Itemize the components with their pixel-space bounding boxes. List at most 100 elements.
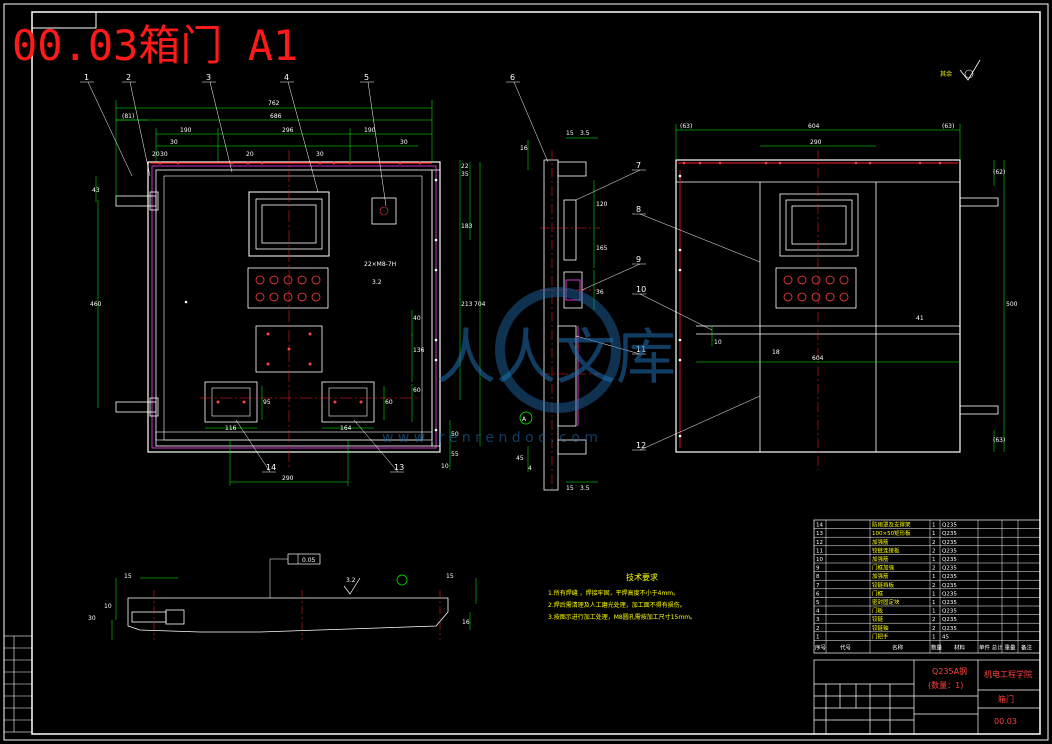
flatness-value: 0.05 [302,557,316,564]
bottom-dim-10: 10 [104,603,112,610]
bom-cell-mat: Q235 [942,566,957,572]
balloon-3: 3 [206,73,211,82]
balloon-13: 13 [394,463,404,472]
dim-small-20-a: 20 [152,151,160,158]
bom-cell-name: 加强筋 [872,555,889,563]
dim-bottom-164: 164 [340,425,352,432]
bom-cell-no: 8 [816,574,820,580]
dim-inner-width: 686 [270,113,282,120]
bom-cell-no: 6 [816,591,820,597]
dim-small-20-b: 20 [246,151,254,158]
dim-right-35: 35 [461,171,469,178]
bom-cell-mat: Q235 [942,540,957,546]
bottom-view-annotations: 0.05 3.2 15 15 10 30 16 [88,553,477,640]
rear-top-holes [682,161,942,165]
bom-cell-mat: 45 [942,634,949,640]
bom-cell-name: 铰链挡板 [872,581,895,589]
rear-dim-500: 500 [1006,301,1018,308]
roughness-circle [964,69,974,79]
title-block-material: Q235A钢 [932,666,967,676]
rear-dimension-text: (63) 604 (63) 290 (62) 500 (63) 10 18 60… [680,123,1018,444]
inner-border [31,11,1041,735]
bom-cell-qty: 2 [932,566,936,572]
bom-cell-mat: Q235 [942,523,957,529]
rear-dim-604-mid: 604 [812,355,824,362]
side-dimension-text: 15 3.5 16 120 165 36 45 4 15 3.5 [516,130,608,492]
tech-req-line-2: 2.焊后需清理及人工磨光处理，加工面不得有损伤。 [548,601,686,609]
bom-cell-name: 加强筋 [872,538,889,546]
outer-border [3,3,1049,741]
bom-cell-no: 11 [816,548,823,554]
bom-cell-mat: Q235 [942,609,957,615]
dim-right-50: 50 [451,431,459,438]
dim-small-30-c: 30 [316,151,324,158]
rear-view [675,150,999,470]
bom-cell-mat: Q235 [942,583,957,589]
bom-cell-name: 门把手 [872,632,889,640]
bom-cell-mat: Q235 [942,574,957,580]
dim-bottom-290: 290 [282,475,294,482]
bom-cell-no: 7 [816,583,820,589]
dim-small-30-a: 30 [170,139,178,146]
rear-dim-62: (62) [993,169,1005,176]
bom-cell-qty: 1 [932,609,936,615]
dim-right-60: 60 [413,387,421,394]
rear-dim-290: 290 [810,139,822,146]
surface-mark-label: 其余 [940,70,952,78]
bottom-roughness: 3.2 [346,577,356,584]
dim-spacing-left: 190 [180,127,192,134]
bom-cell-no: 12 [816,540,823,546]
bom-cell-qty: 2 [932,540,936,546]
bottom-dim-15: 15 [124,573,132,580]
dim-small-30-d: 30 [400,139,408,146]
bom-cell-name: 加强筋 [872,572,889,580]
bom-cell-mat: Q235 [942,531,957,537]
bom-cell-qty: 2 [932,617,936,623]
roughness-symbol [959,59,981,81]
note-roughness-3-2: 3.2 [372,279,382,286]
dim-bottom-116: 116 [225,425,237,432]
margin-table [3,635,33,733]
bom-cell-no: 9 [816,566,820,572]
bom-header-mat: 材料 [954,643,966,651]
bom-cell-mat: Q235 [942,557,957,563]
note-threaded-holes: 22×M8-7H [364,261,396,268]
title-block-text: Q235A钢 (数量：1) 机电工程学院 箱门 00.03 [928,666,1032,726]
bom-cell-qty: 2 [932,583,936,589]
bottom-view [127,590,449,640]
dim-right-55: 55 [451,451,459,458]
bom-header-note: 备注 [1021,643,1033,651]
title-block-school: 机电工程学院 [984,669,1032,679]
front-view [115,150,441,468]
balloon-1: 1 [84,73,89,82]
side-dim-45: 45 [516,455,524,462]
dim-right-40: 40 [413,315,421,322]
title-block-quantity: (数量：1) [928,680,963,690]
bom-header-code: 代号 [840,643,852,651]
bom-cell-no: 4 [816,609,820,615]
bom-cell-name: 100×50矩形板 [872,529,911,537]
bom-header-name: 名称 [892,643,904,651]
bottom-dim-16: 16 [462,619,470,626]
drawing-title: 00.03箱门 A1 [12,21,298,70]
side-dim-16: 16 [520,145,528,152]
bottom-dim-30: 30 [88,615,96,622]
title-block-part-name: 箱门 [998,694,1014,704]
bom-cell-mat: Q235 [942,600,957,606]
side-dim-165: 165 [596,245,608,252]
bom-cell-no: 3 [816,617,820,623]
dim-right-183: 183 [461,223,473,230]
dim-small-30-b: 30 [160,151,168,158]
dim-right-704: 704 [474,301,486,308]
bom-cell-qty: 1 [932,574,936,580]
side-dim-bot-3-5: 3.5 [580,485,590,492]
bom-cell-qty: 1 [932,531,936,537]
balloon-4: 4 [284,73,289,82]
front-dimension-text: 762 686 (81) 190 296 190 30 20 30 20 30 … [90,100,486,482]
balloon-8: 8 [636,205,641,214]
tech-req-line-3: 3.按图示进行加工处理，M8圆孔需按加工尺寸15mm。 [548,613,696,621]
section-marker-a: A [519,411,533,425]
bom-cell-mat: Q235 [942,591,957,597]
bom-cell-no: 10 [816,557,823,563]
